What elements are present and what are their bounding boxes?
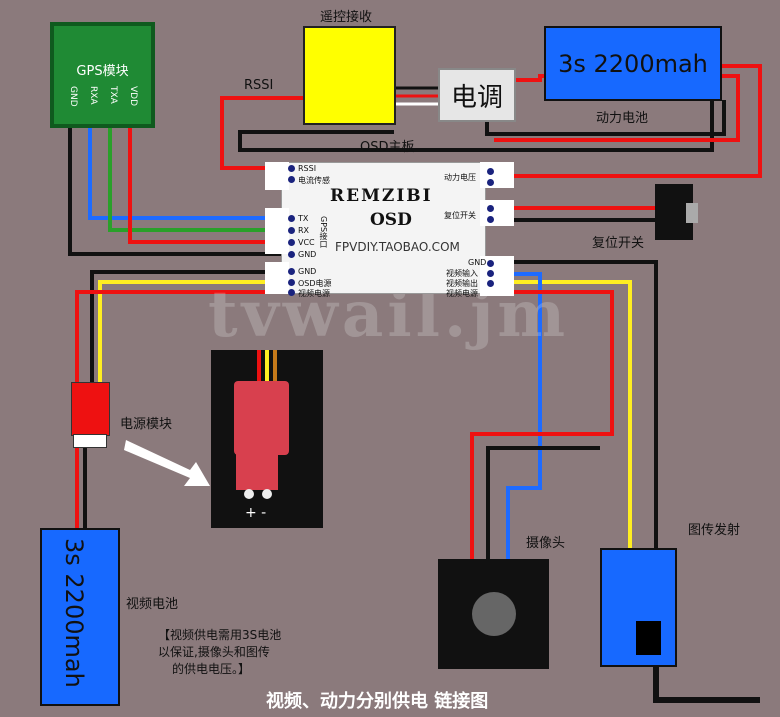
osd-pin-current: 电流传感: [298, 176, 330, 185]
osd-port-right-top: [480, 162, 514, 188]
osd-right-reset: 复位开关: [444, 211, 476, 220]
gps-pin-vdd: VDD: [128, 86, 138, 107]
wire-right-red: [470, 290, 614, 559]
wire-right-yellow: [514, 280, 632, 548]
gps-title: GPS模块: [76, 64, 129, 79]
power-note: 【视频供电需用3S电池 以保证,摄像头和图传 的供电电压。】: [158, 627, 281, 678]
camera-label: 摄像头: [526, 536, 566, 551]
diagram-title: 视频、动力分别供电 链接图: [266, 691, 489, 712]
osd-right-video-power: 视频电源: [446, 289, 478, 298]
wire-video-yellow: [98, 280, 270, 382]
rc-receiver-label: 遥控接收: [320, 10, 373, 25]
video-battery-caption: 视频电池: [126, 597, 179, 612]
wire-video-red: [75, 290, 270, 382]
rc-receiver: [303, 26, 396, 125]
pin-dot: [487, 260, 494, 267]
wire-bat-red: [514, 64, 762, 178]
osd-port-left-bot: [265, 262, 289, 294]
wire-gps-rx: [88, 128, 290, 220]
arrow-icon: [124, 440, 210, 486]
pin-dot: [487, 179, 494, 186]
osd-pin-rssi: RSSI: [298, 164, 317, 173]
t-plug-base: [236, 454, 278, 490]
osd-right-video-in: 视频输入: [446, 269, 478, 278]
plug-contact: [262, 489, 272, 499]
osd-gps-port: GPS接口: [319, 216, 328, 249]
pin-dot: [288, 239, 295, 246]
gps-pin-gnd: GND: [68, 86, 78, 107]
pin-dot: [487, 280, 494, 287]
vtx-label: 图传发射: [688, 523, 741, 538]
osd-pin-osd-power: OSD电源: [298, 279, 332, 288]
video-battery-text: 3s 2200mah: [60, 538, 88, 688]
osd-pin-gnd2: GND: [298, 267, 317, 276]
power-module-label: 电源模块: [120, 417, 173, 432]
osd-pin-video-power: 视频电源: [298, 289, 330, 298]
reset-switch-knob: [686, 203, 698, 223]
wire-gps-vcc: [128, 128, 290, 244]
plug-polarity: + -: [245, 505, 267, 521]
osd-port-left-mid: [265, 208, 289, 254]
esc-box: 电调: [438, 68, 516, 122]
osd-pin-gnd: GND: [298, 250, 317, 259]
osd-caption: OSD主板: [360, 140, 415, 155]
osd-port-right-mid: [480, 200, 514, 226]
pin-dot: [487, 216, 494, 223]
osd-right-video-out: 视频输出: [446, 279, 478, 288]
pin-dot: [487, 168, 494, 175]
pin-dot: [288, 165, 295, 172]
wire-right-blue: [506, 272, 542, 559]
reset-switch-label: 复位开关: [592, 236, 645, 251]
osd-brand-2: OSD: [370, 210, 412, 230]
note-line: 的供电电压。】: [172, 662, 251, 676]
osd-pin-tx: TX: [298, 214, 309, 223]
plug-contact: [244, 489, 254, 499]
wire-gps-tx: [108, 128, 290, 232]
pin-dot: [288, 268, 295, 275]
osd-port-left-top: [265, 162, 289, 190]
wire-cam-black: [486, 446, 600, 559]
plug-wires: [257, 350, 277, 384]
video-battery: 3s 2200mah: [40, 528, 120, 706]
vtx-port: [636, 621, 661, 655]
t-plug: [234, 381, 289, 455]
osd-right-gnd: GND: [468, 258, 487, 267]
note-line: 【视频供电需用3S电池: [158, 628, 282, 642]
power-module: [71, 382, 110, 436]
power-battery-caption: 动力电池: [596, 111, 649, 126]
osd-url: FPVDIY.TAOBAO.COM: [335, 240, 460, 254]
wire-video-gnd: [90, 270, 270, 382]
power-battery: 3s 2200mah: [544, 26, 722, 101]
osd-board: [281, 162, 486, 294]
rssi-label: RSSI: [244, 78, 274, 93]
pin-dot: [288, 176, 295, 183]
camera-lens: [472, 592, 516, 636]
osd-pin-vcc: VCC: [298, 238, 315, 247]
osd-port-right-bot: [480, 256, 514, 296]
osd-brand: REMZIBI: [330, 186, 433, 206]
pin-dot: [487, 270, 494, 277]
gps-pin-txa: TXA: [108, 86, 118, 104]
gps-module: GPS模块 GND RXA TXA VDD: [50, 22, 155, 128]
wire-esc-black: [485, 100, 726, 136]
wire-right-gnd: [514, 260, 658, 548]
osd-right-power-voltage: 动力电压: [444, 173, 476, 182]
pin-dot: [288, 215, 295, 222]
pin-dot: [288, 289, 295, 296]
pin-dot: [487, 205, 494, 212]
osd-pin-rx: RX: [298, 226, 310, 235]
pin-dot: [288, 227, 295, 234]
wire-gps-gnd: [68, 128, 290, 256]
power-module-connector: [73, 434, 107, 448]
pin-dot: [288, 251, 295, 258]
note-line: 以保证,摄像头和图传: [158, 645, 270, 659]
gps-pin-rxa: RXA: [88, 86, 98, 105]
vtx-antenna: [653, 667, 760, 703]
pin-dot: [288, 279, 295, 286]
wire-rssi: [220, 96, 303, 170]
